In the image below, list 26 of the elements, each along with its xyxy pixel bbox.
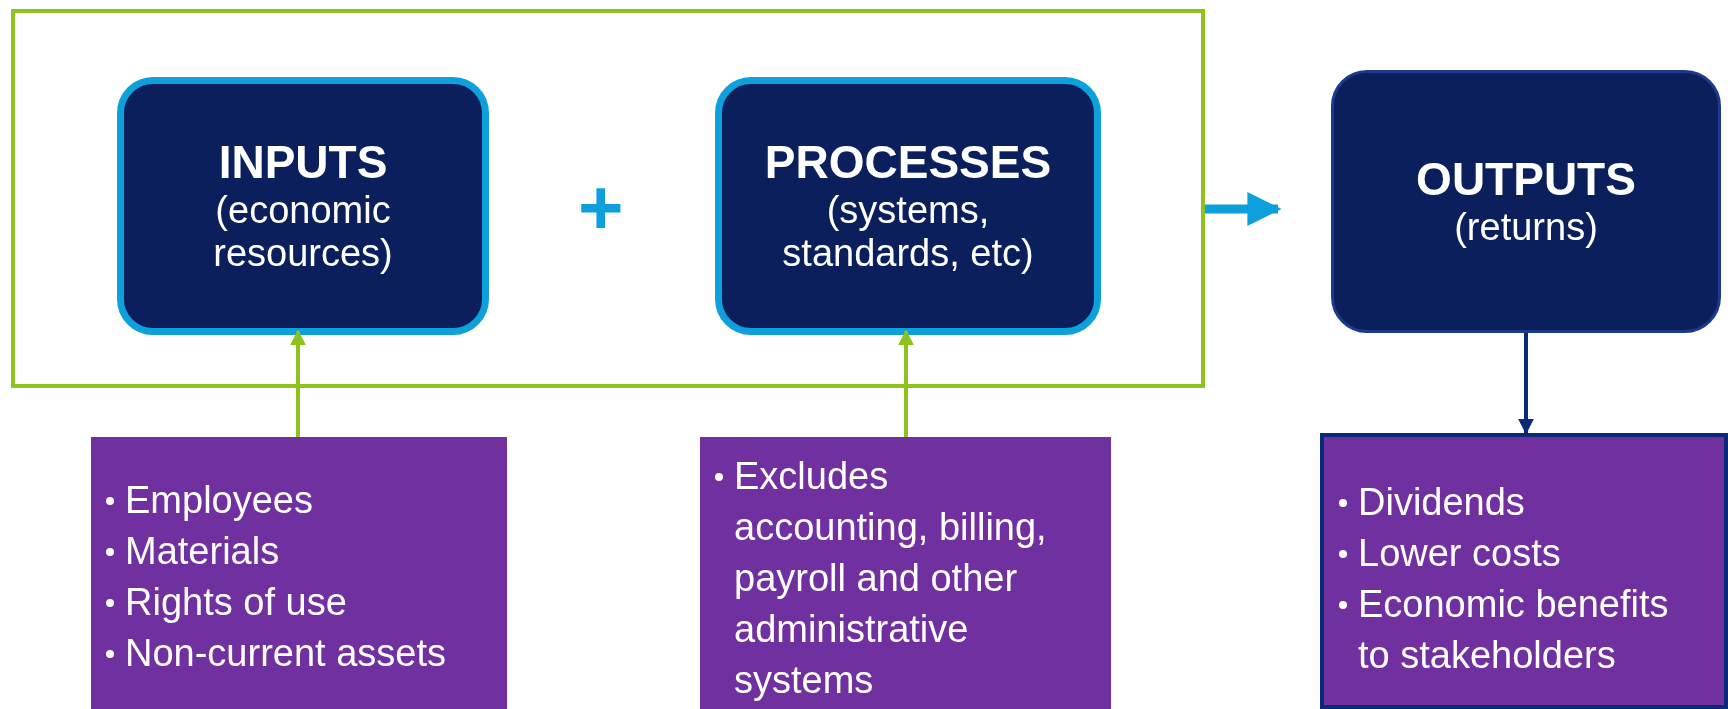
box-title: OUTPUTS (1416, 153, 1636, 207)
box-title: PROCESSES (764, 135, 1052, 189)
group-frame (11, 9, 1205, 388)
box-subtitle: (returns) (1454, 206, 1598, 250)
process-box (715, 77, 1101, 335)
process-box (1331, 70, 1721, 333)
bullet-text: Economic benefits to stakeholders (1358, 583, 1669, 676)
bullet-text: Materials (125, 530, 280, 572)
bullet-text: Rights of use (125, 581, 347, 623)
plus-sign: + (578, 168, 624, 246)
note-box (91, 437, 507, 709)
process-box (117, 77, 489, 335)
note-box (1320, 433, 1728, 709)
arrow (1518, 333, 1534, 435)
bullet-text: Employees (125, 479, 313, 521)
arrow (898, 329, 914, 437)
bullet-text: Excludes accounting, billing, payroll and other administrative systems (734, 455, 1047, 701)
arrow (290, 329, 306, 437)
bullet-text: Dividends (1358, 481, 1525, 523)
bullet-text: Non-current assets (125, 632, 446, 674)
arrow (1205, 192, 1282, 226)
box-title: INPUTS (218, 135, 388, 189)
box-subtitle: (systems, standards, etc) (781, 188, 1035, 277)
bullet-text: Lower costs (1358, 532, 1561, 574)
box-subtitle: (economic resources) (212, 188, 394, 277)
note-box (700, 437, 1111, 709)
